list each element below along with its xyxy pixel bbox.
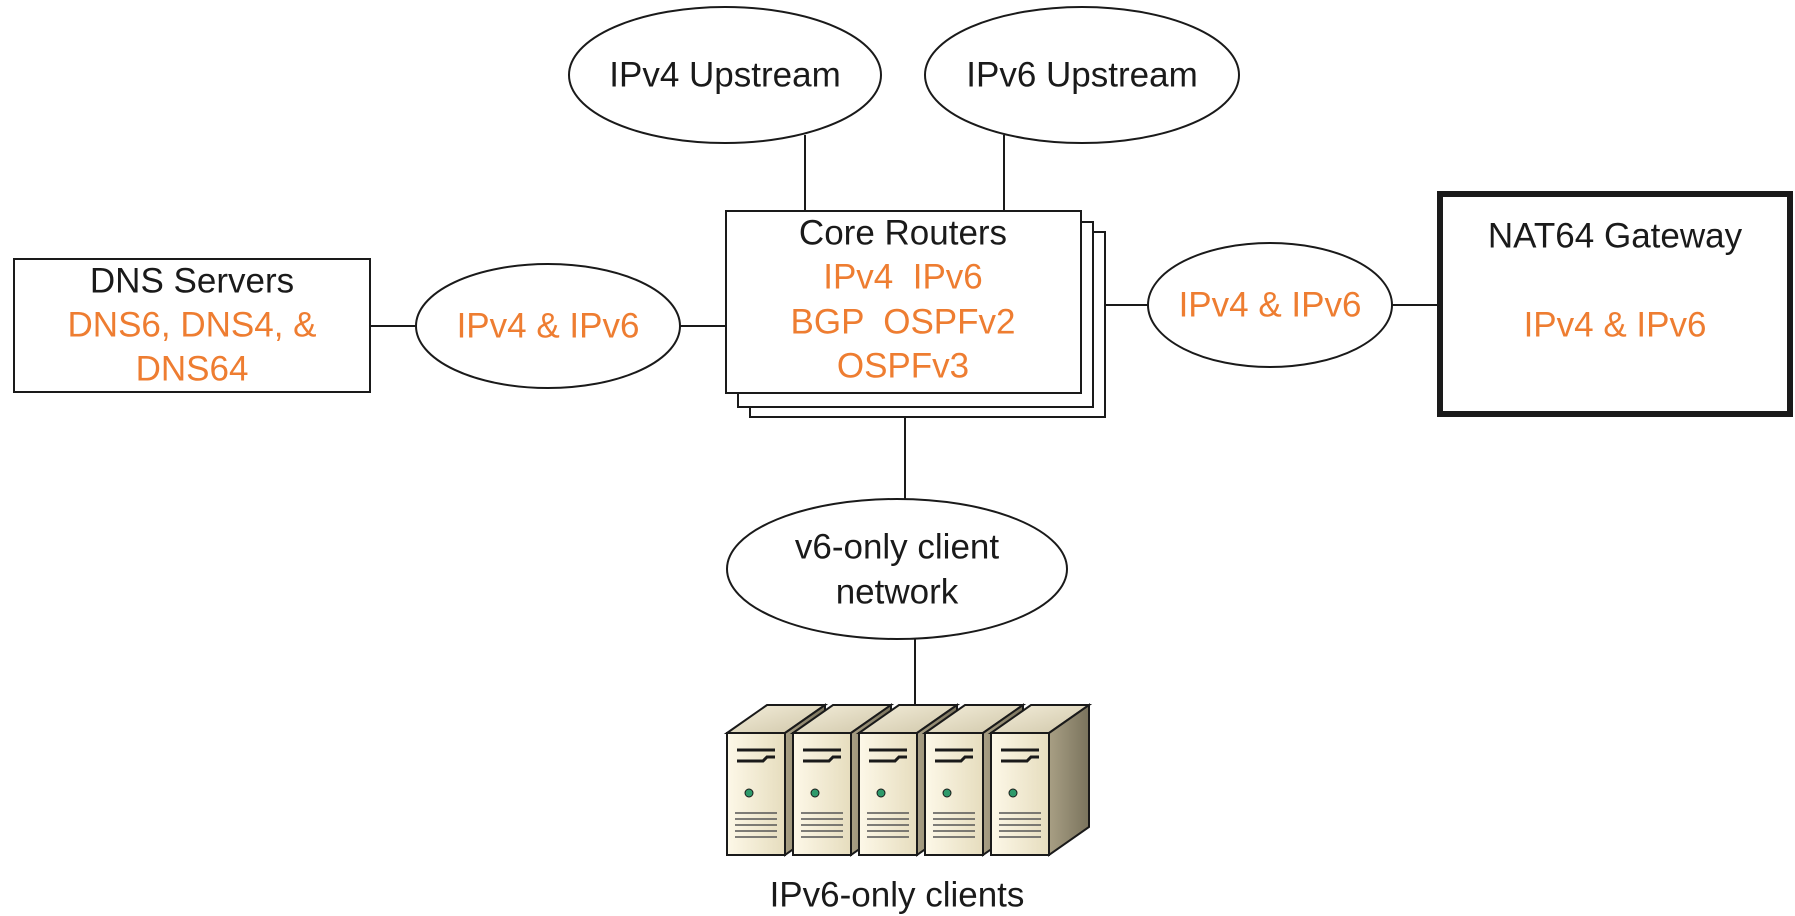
clients-group	[725, 703, 1091, 857]
dns-servers-title: DNS Servers	[90, 262, 294, 301]
core-routers-title: Core Routers	[799, 214, 1007, 253]
nat64-gateway-line-1: IPv4 & IPv6	[1524, 306, 1707, 345]
left-link-node: IPv4 & IPv6	[415, 263, 681, 389]
client-network-line-1: v6-only client	[795, 528, 1000, 567]
ipv4-upstream-label: IPv4 Upstream	[609, 56, 840, 95]
client-network-node: v6-only client network	[726, 498, 1068, 640]
ipv6-upstream-node: IPv6 Upstream	[924, 6, 1240, 144]
left-link-label: IPv4 & IPv6	[457, 307, 640, 346]
dns-servers-line-2: DNS64	[136, 350, 249, 389]
right-link-label: IPv4 & IPv6	[1179, 286, 1362, 325]
nat64-gateway-box	[1437, 191, 1793, 417]
client-network-line-2: network	[836, 573, 959, 612]
core-routers-line-1: IPv4 IPv6	[823, 258, 983, 297]
clients-label: IPv6-only clients	[770, 876, 1025, 915]
core-routers-box	[725, 210, 1082, 394]
nat64-gateway-node: NAT64 Gateway IPv4 & IPv6	[1437, 191, 1793, 417]
right-link-node: IPv4 & IPv6	[1147, 242, 1393, 368]
ipv6-upstream-label: IPv6 Upstream	[966, 56, 1197, 95]
server-icon	[989, 703, 1091, 857]
core-routers-line-2: BGP OSPFv2	[791, 303, 1016, 342]
core-routers-line-3: OSPFv3	[837, 347, 969, 386]
core-routers-node: Core Routers IPv4 IPv6 BGP OSPFv2 OSPFv3	[725, 210, 1106, 418]
nat64-gateway-title: NAT64 Gateway	[1488, 217, 1743, 256]
dns-servers-node: DNS Servers DNS6, DNS4, & DNS64	[13, 258, 371, 393]
dns-servers-line-1: DNS6, DNS4, &	[68, 306, 317, 345]
ipv4-upstream-node: IPv4 Upstream	[568, 6, 882, 144]
dns-servers-box	[13, 258, 371, 393]
